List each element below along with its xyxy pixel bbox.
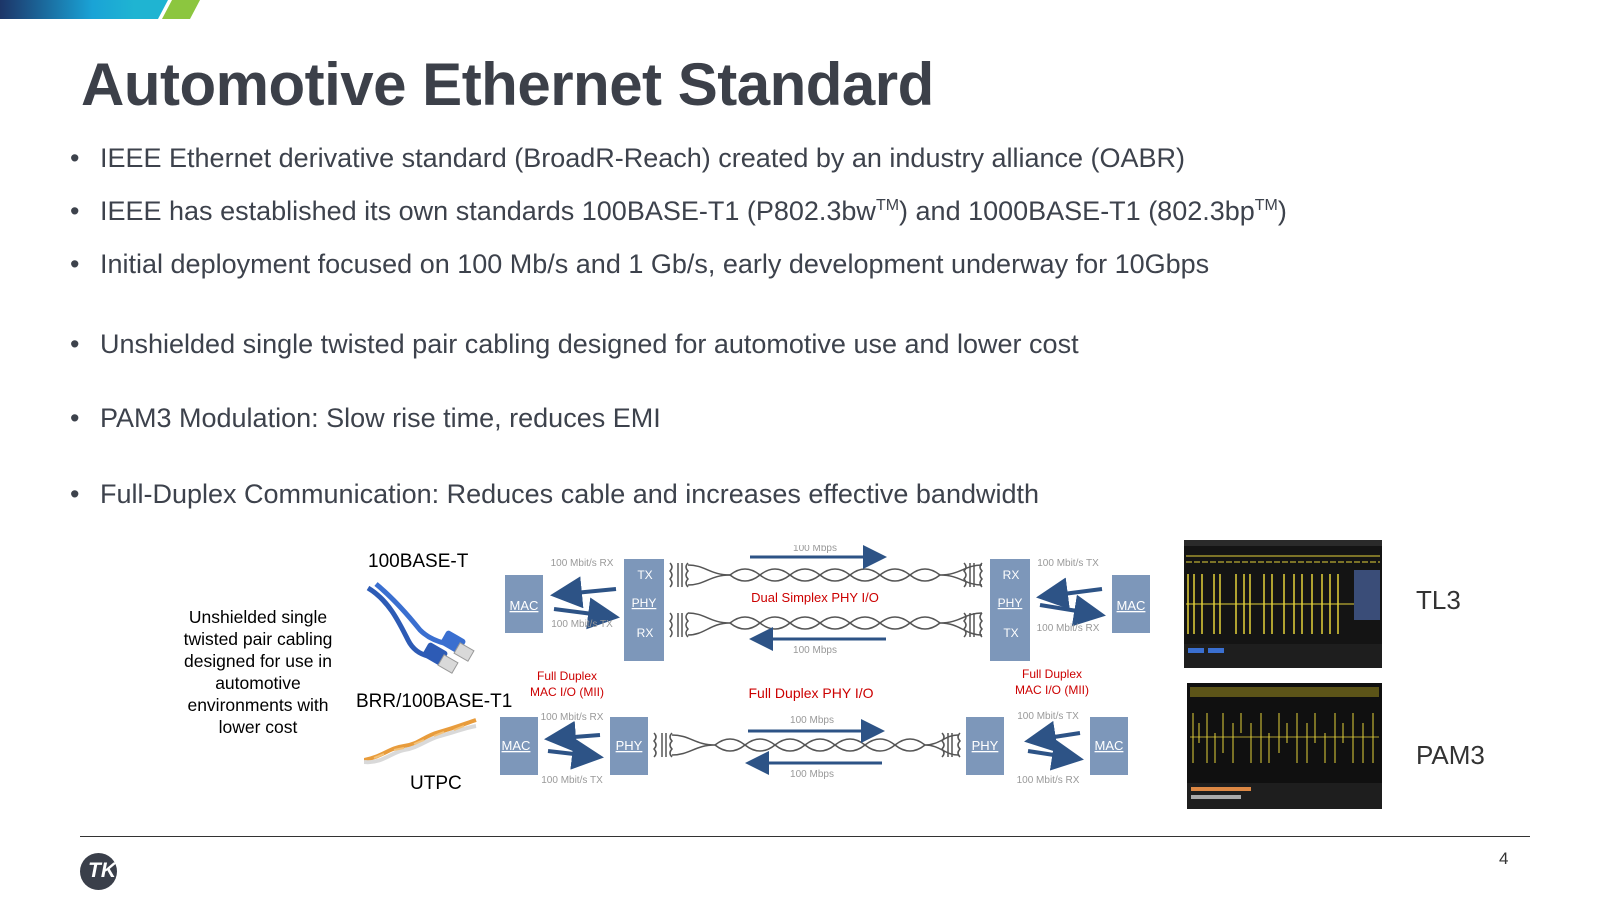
rx-label: RX bbox=[1003, 568, 1020, 582]
phy-box bbox=[966, 717, 1004, 775]
phy-diagram: MAC TX PHY RX 100 Mbit/s RX 100 Mbit/s T… bbox=[500, 545, 1150, 786]
mac-label: MAC bbox=[510, 598, 539, 613]
twisted-pair-top bbox=[668, 562, 984, 588]
rx-label: RX bbox=[637, 626, 654, 640]
speed-label: 100 Mbps bbox=[793, 645, 837, 656]
tl3-label: TL3 bbox=[1416, 585, 1461, 615]
mac-label: MAC bbox=[1117, 598, 1146, 613]
rate-label: 100 Mbit/s RX bbox=[541, 712, 604, 723]
trademark-sup: TM bbox=[1254, 197, 1278, 214]
mac-io-label: MAC I/O (MII) bbox=[530, 685, 604, 699]
tx-label: TX bbox=[1003, 626, 1018, 640]
slide-title: Automotive Ethernet Standard bbox=[81, 51, 934, 118]
full-duplex-phy-label: Full Duplex PHY I/O bbox=[748, 685, 873, 701]
bullet-item: •IEEE Ethernet derivative standard (Broa… bbox=[70, 143, 1186, 173]
phy-box bbox=[990, 559, 1030, 661]
twisted-pair-full-duplex bbox=[652, 732, 962, 758]
mac-label: MAC bbox=[502, 738, 531, 753]
bullet-text: PAM3 Modulation: Slow rise time, reduces… bbox=[100, 403, 661, 433]
twisted-pair-cable-image bbox=[364, 718, 477, 765]
cable-label-brr: BRR/100BASE-T1 bbox=[356, 691, 513, 712]
bullet-text: ) and 1000BASE-T1 (802.3bp bbox=[899, 196, 1255, 226]
bullet-text: Unshielded single twisted pair cabling d… bbox=[100, 329, 1079, 359]
phy-box bbox=[624, 559, 664, 661]
bullet-item: •Full-Duplex Communication: Reduces cabl… bbox=[70, 479, 1040, 509]
bullet-text: Initial deployment focused on 100 Mb/s a… bbox=[100, 249, 1210, 279]
cable-label-utpc: UTPC bbox=[410, 773, 462, 794]
speed-label: 100 Mbps bbox=[790, 715, 834, 726]
footer-rule bbox=[80, 836, 1530, 837]
mac-box bbox=[1112, 575, 1150, 633]
bullet-text: ) bbox=[1277, 196, 1287, 226]
phy-label: PHY bbox=[998, 596, 1023, 610]
rate-label: 100 Mbit/s RX bbox=[551, 558, 614, 569]
bullet-item: •Initial deployment focused on 100 Mb/s … bbox=[70, 249, 1210, 279]
tx-label: TX bbox=[637, 568, 652, 582]
bullet-item: •IEEE has established its own standards … bbox=[70, 196, 1287, 226]
cable-description: Unshielded single twisted pair cabling d… bbox=[183, 607, 333, 737]
pam3-label: PAM3 bbox=[1416, 740, 1485, 770]
page-number: 4 bbox=[1499, 849, 1509, 868]
bullet-text: Full-Duplex Communication: Reduces cable… bbox=[100, 479, 1040, 509]
rate-label: 100 Mbit/s RX bbox=[1037, 623, 1100, 634]
pam3-scope-image bbox=[1187, 683, 1382, 809]
ethernet-cable-image bbox=[366, 582, 475, 674]
bullet-text: IEEE Ethernet derivative standard (Broad… bbox=[100, 143, 1186, 173]
bullet-item: •PAM3 Modulation: Slow rise time, reduce… bbox=[70, 403, 661, 433]
rate-label: 100 Mbit/s TX bbox=[1017, 711, 1079, 722]
phy-label: PHY bbox=[632, 596, 657, 610]
rate-label: 100 Mbit/s TX bbox=[551, 619, 613, 630]
mac-box bbox=[505, 575, 543, 633]
bullet-text: IEEE has established its own standards 1… bbox=[100, 196, 876, 226]
twisted-pair-bottom bbox=[668, 612, 984, 638]
dual-simplex-label: Dual Simplex PHY I/O bbox=[751, 590, 879, 605]
rate-label: 100 Mbit/s TX bbox=[1037, 558, 1099, 569]
bullet-item: •Unshielded single twisted pair cabling … bbox=[70, 329, 1079, 359]
phy-label: PHY bbox=[616, 738, 643, 753]
full-duplex-label: Full Duplex bbox=[1022, 667, 1082, 681]
trademark-sup: TM bbox=[875, 197, 900, 214]
company-logo: TK bbox=[80, 853, 117, 890]
speed-label: 100 Mbps bbox=[793, 545, 837, 554]
phy-box bbox=[610, 717, 648, 775]
mac-label: MAC bbox=[1095, 738, 1124, 753]
mac-io-label: MAC I/O (MII) bbox=[1015, 683, 1089, 697]
rate-label: 100 Mbit/s TX bbox=[541, 775, 603, 786]
tl3-scope-image bbox=[1184, 540, 1382, 668]
cable-label-100base-t: 100BASE-T bbox=[368, 551, 469, 572]
phy-label: PHY bbox=[972, 738, 999, 753]
mac-box bbox=[1090, 717, 1128, 775]
top-accent-bar bbox=[0, 0, 200, 19]
full-duplex-label: Full Duplex bbox=[537, 669, 597, 683]
rate-label: 100 Mbit/s RX bbox=[1017, 775, 1080, 786]
speed-label: 100 Mbps bbox=[790, 769, 834, 780]
